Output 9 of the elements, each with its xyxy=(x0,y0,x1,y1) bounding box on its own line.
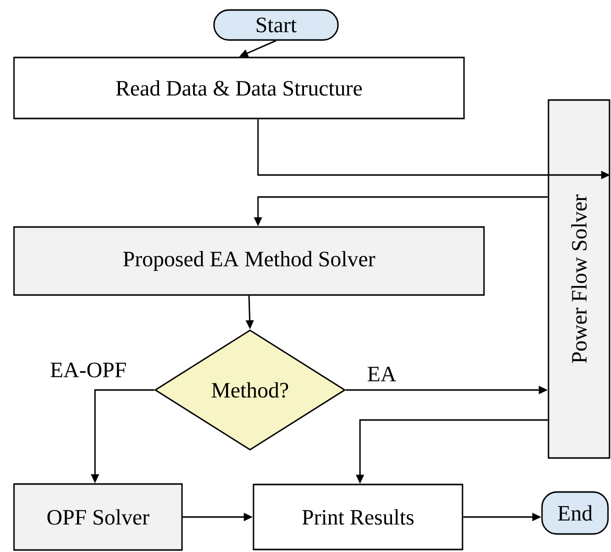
end-terminal: End xyxy=(541,491,609,535)
process-box: OPF Solver xyxy=(13,483,183,551)
start-terminal: Start xyxy=(213,9,339,41)
edge-label: EA-OPF xyxy=(48,362,128,378)
process-box: Read Data & Data Structure xyxy=(13,56,465,120)
process-box: Power Flow Solver xyxy=(548,99,610,459)
edge-label: EA xyxy=(366,366,398,382)
process-box: Proposed EA Method Solver xyxy=(13,226,485,296)
process-box: Print Results xyxy=(252,484,464,550)
